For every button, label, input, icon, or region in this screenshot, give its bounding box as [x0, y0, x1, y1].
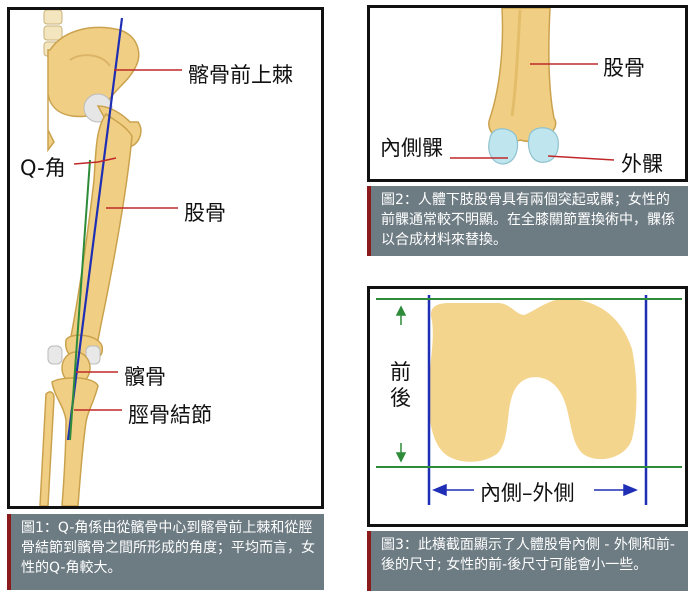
femur-shaft: [69, 112, 133, 349]
ml-arrows: [432, 483, 638, 497]
tibial-axis: [69, 159, 91, 441]
label-patella: 髕骨: [124, 365, 166, 389]
label-ml-axis: 內側–外側: [480, 481, 575, 505]
asis-patella-axis: [66, 17, 124, 441]
cross-section-shape: [428, 298, 637, 462]
femur-shaft: [488, 8, 557, 143]
label-femur: 股骨: [603, 56, 645, 80]
medial-condyle: [488, 128, 519, 165]
pointer-lateral-condyle: [547, 155, 615, 161]
label-tibial-tuberosity: 脛骨結節: [128, 403, 212, 427]
figure-1-caption: 圖1：Q-角係由從髕骨中心到髂骨前上棘和從脛骨結節到髕骨之間所形成的角度；平均而…: [7, 514, 324, 590]
femur-cross-section: [376, 295, 682, 505]
label-asis: 髂骨前上棘: [188, 63, 293, 87]
figure-2-caption: 圖2：人體下肢股骨具有兩個突起或髁；女性的前髁通常較不明顯。在全膝關節置換術中，…: [367, 186, 688, 256]
label-q-angle: Q-角: [20, 156, 66, 180]
figure-2-panel: 股骨 內側髁 外髁: [367, 5, 688, 182]
tibia: [51, 377, 99, 506]
figure-3-panel: 前後 內側–外側: [367, 286, 688, 527]
fibula: [39, 391, 55, 506]
label-femur: 股骨: [184, 201, 226, 225]
label-ap-axis: 前後: [390, 360, 411, 410]
leg-skeleton-illustration: [39, 10, 182, 506]
label-medial-condyle: 內側髁: [380, 136, 443, 160]
figure-1-panel: 髂骨前上棘 Q-角 股骨 髕骨 脛骨結節: [7, 7, 324, 509]
label-lateral-condyle: 外髁: [621, 152, 663, 176]
distal-femur-illustration: [450, 8, 615, 165]
ap-arrows: [395, 305, 407, 463]
pointer-q-angle: [73, 157, 117, 165]
figure-3-caption: 圖3：此橫截面顯示了人體股骨內側 - 外側和前-後的尺寸; 女性的前-後尺寸可能…: [367, 531, 688, 591]
